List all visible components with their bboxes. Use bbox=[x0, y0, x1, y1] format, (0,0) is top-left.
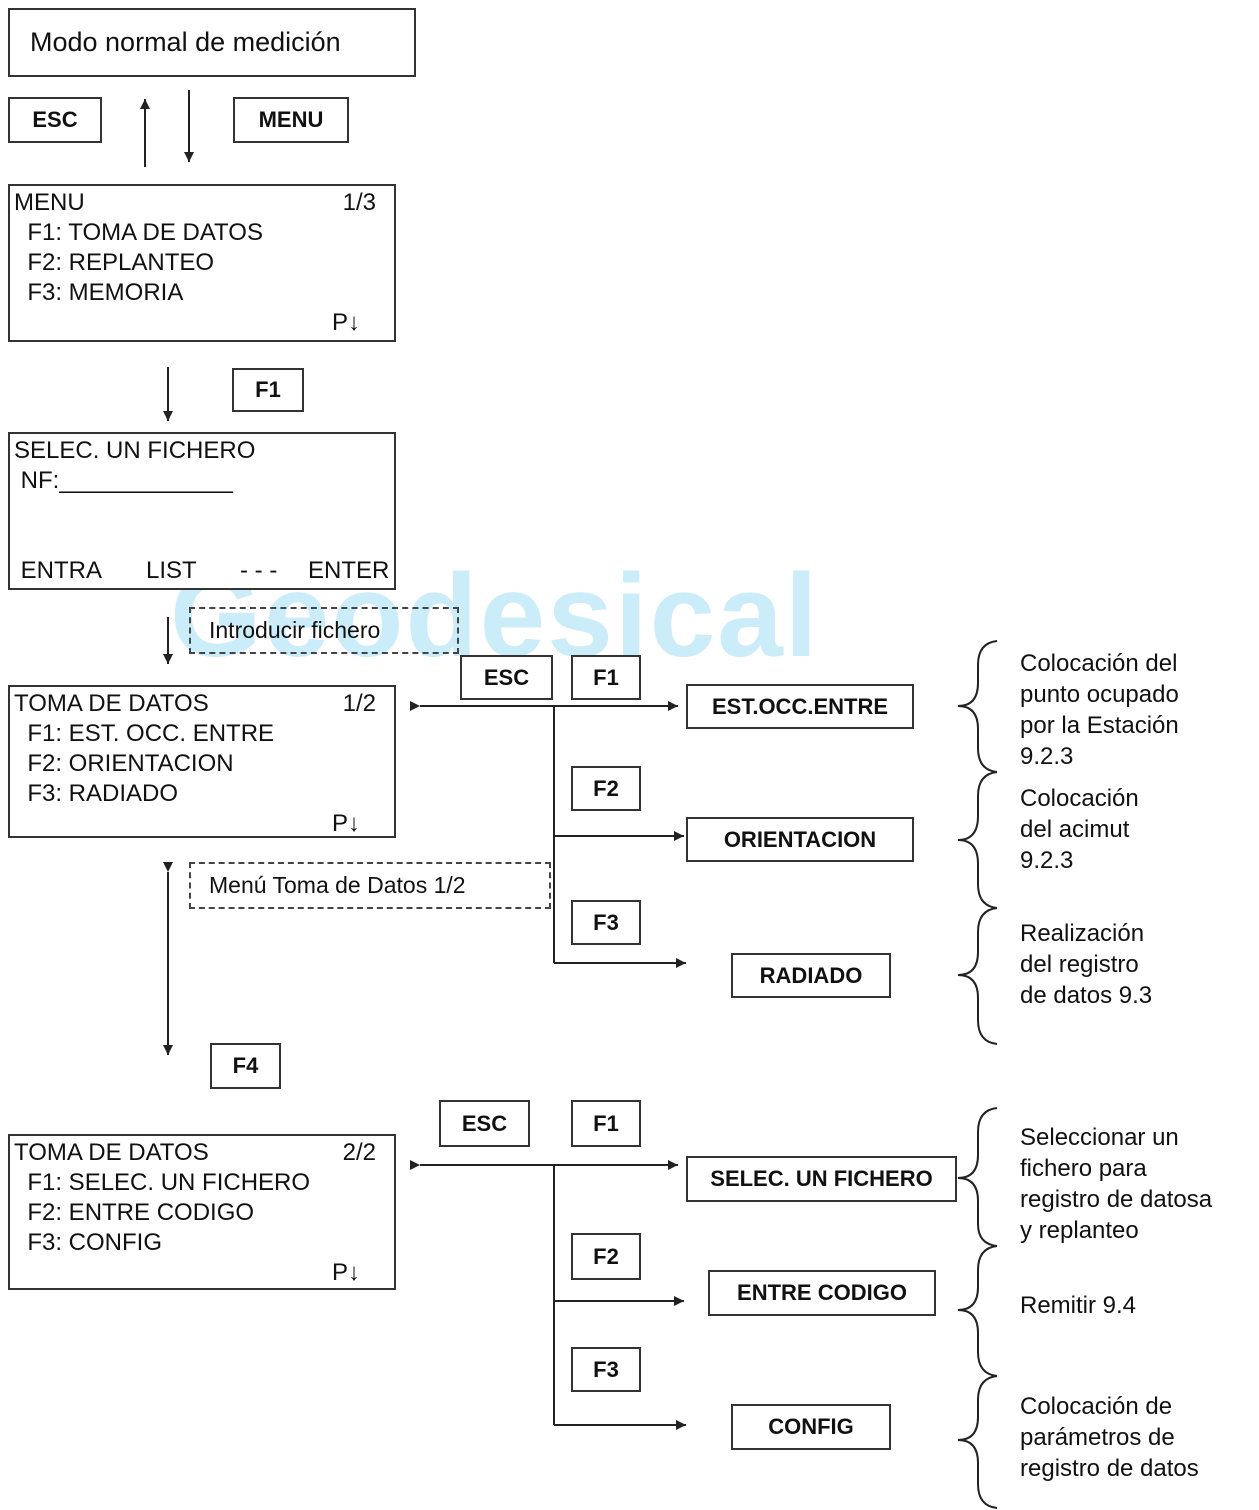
f1-key[interactable]: F1 bbox=[571, 1100, 641, 1147]
note-azimuth: Colocación del acimut 9.2.3 bbox=[1020, 785, 1139, 874]
screen-title: TOMA DE DATOS bbox=[14, 690, 209, 717]
note-select-file: Seleccionar un fichero para registro de … bbox=[1020, 1124, 1213, 1244]
note-refer: Remitir 9.4 bbox=[1020, 1292, 1137, 1319]
menu-item-f1: F1: EST. OCC. ENTRE bbox=[14, 720, 275, 747]
file-screen-title: SELEC. UN FICHERO bbox=[14, 437, 256, 464]
f1-key[interactable]: F1 bbox=[571, 655, 641, 700]
data-menu-page-label: Menú Toma de Datos 1/2 bbox=[189, 862, 551, 909]
note-data-record: Realización del registro de datos 9.3 bbox=[1020, 920, 1153, 1009]
softkey-list: LIST bbox=[146, 557, 197, 584]
esc-key[interactable]: ESC bbox=[8, 97, 102, 143]
softkey-blank: - - - bbox=[240, 557, 278, 584]
page-down-indicator: P↓ bbox=[331, 1259, 360, 1286]
f3-key[interactable]: F3 bbox=[571, 1347, 641, 1392]
menu-item-f2: F2: ORIENTACION bbox=[14, 750, 234, 777]
config-box: CONFIG bbox=[731, 1404, 891, 1450]
screen-title: TOMA DE DATOS bbox=[14, 1139, 209, 1166]
file-name-field: NF:_____________ bbox=[14, 467, 233, 494]
softkey-entra: ENTRA bbox=[14, 557, 103, 584]
selec-fichero-box: SELEC. UN FICHERO bbox=[686, 1156, 957, 1202]
normal-mode-box: Modo normal de medición bbox=[8, 8, 416, 77]
data-collect-screen-2: TOMA DE DATOS 2/2 F1: SELEC. UN FICHERO F… bbox=[8, 1134, 396, 1290]
menu-item-f3: F3: CONFIG bbox=[14, 1229, 163, 1256]
menu-key[interactable]: MENU bbox=[233, 97, 349, 143]
note-station-point: Colocación del punto ocupado por la Esta… bbox=[1020, 650, 1179, 770]
f2-key[interactable]: F2 bbox=[571, 1233, 641, 1280]
softkey-enter: ENTER bbox=[308, 557, 390, 584]
f3-key[interactable]: F3 bbox=[571, 900, 641, 945]
est-occ-entre-box: EST.OCC.ENTRE bbox=[686, 684, 914, 729]
esc-key[interactable]: ESC bbox=[460, 655, 553, 700]
data-collect-screen-1: TOMA DE DATOS 1/2 F1: EST. OCC. ENTRE F2:… bbox=[8, 685, 396, 838]
page-indicator: 2/2 bbox=[342, 1139, 376, 1166]
entre-codigo-box: ENTRE CODIGO bbox=[708, 1270, 936, 1316]
menu-item-f2: F2: ENTRE CODIGO bbox=[14, 1199, 255, 1226]
page-down-indicator: P↓ bbox=[331, 309, 360, 336]
enter-file-label: Introducir fichero bbox=[189, 607, 459, 654]
menu-title: MENU bbox=[14, 189, 85, 216]
esc-key[interactable]: ESC bbox=[439, 1100, 530, 1147]
note-parameters: Colocación de parámetros de registro de … bbox=[1020, 1393, 1199, 1482]
menu-item-f2: F2: REPLANTEO bbox=[14, 249, 215, 276]
menu-item-f1: F1: SELEC. UN FICHERO bbox=[14, 1169, 311, 1196]
radiado-box: RADIADO bbox=[731, 953, 891, 998]
file-select-screen: SELEC. UN FICHERO NF:_____________ ENTRA… bbox=[8, 432, 396, 590]
page-indicator: 1/3 bbox=[342, 189, 376, 216]
page-indicator: 1/2 bbox=[342, 690, 376, 717]
page-down-indicator: P↓ bbox=[331, 810, 360, 837]
f2-key[interactable]: F2 bbox=[571, 766, 641, 811]
menu-item-f3: F3: RADIADO bbox=[14, 780, 179, 807]
f1-key[interactable]: F1 bbox=[232, 368, 304, 412]
menu-item-f1: F1: TOMA DE DATOS bbox=[14, 219, 263, 246]
f4-key[interactable]: F4 bbox=[210, 1043, 281, 1089]
orientacion-box: ORIENTACION bbox=[686, 817, 914, 862]
menu-item-f3: F3: MEMORIA bbox=[14, 279, 184, 306]
